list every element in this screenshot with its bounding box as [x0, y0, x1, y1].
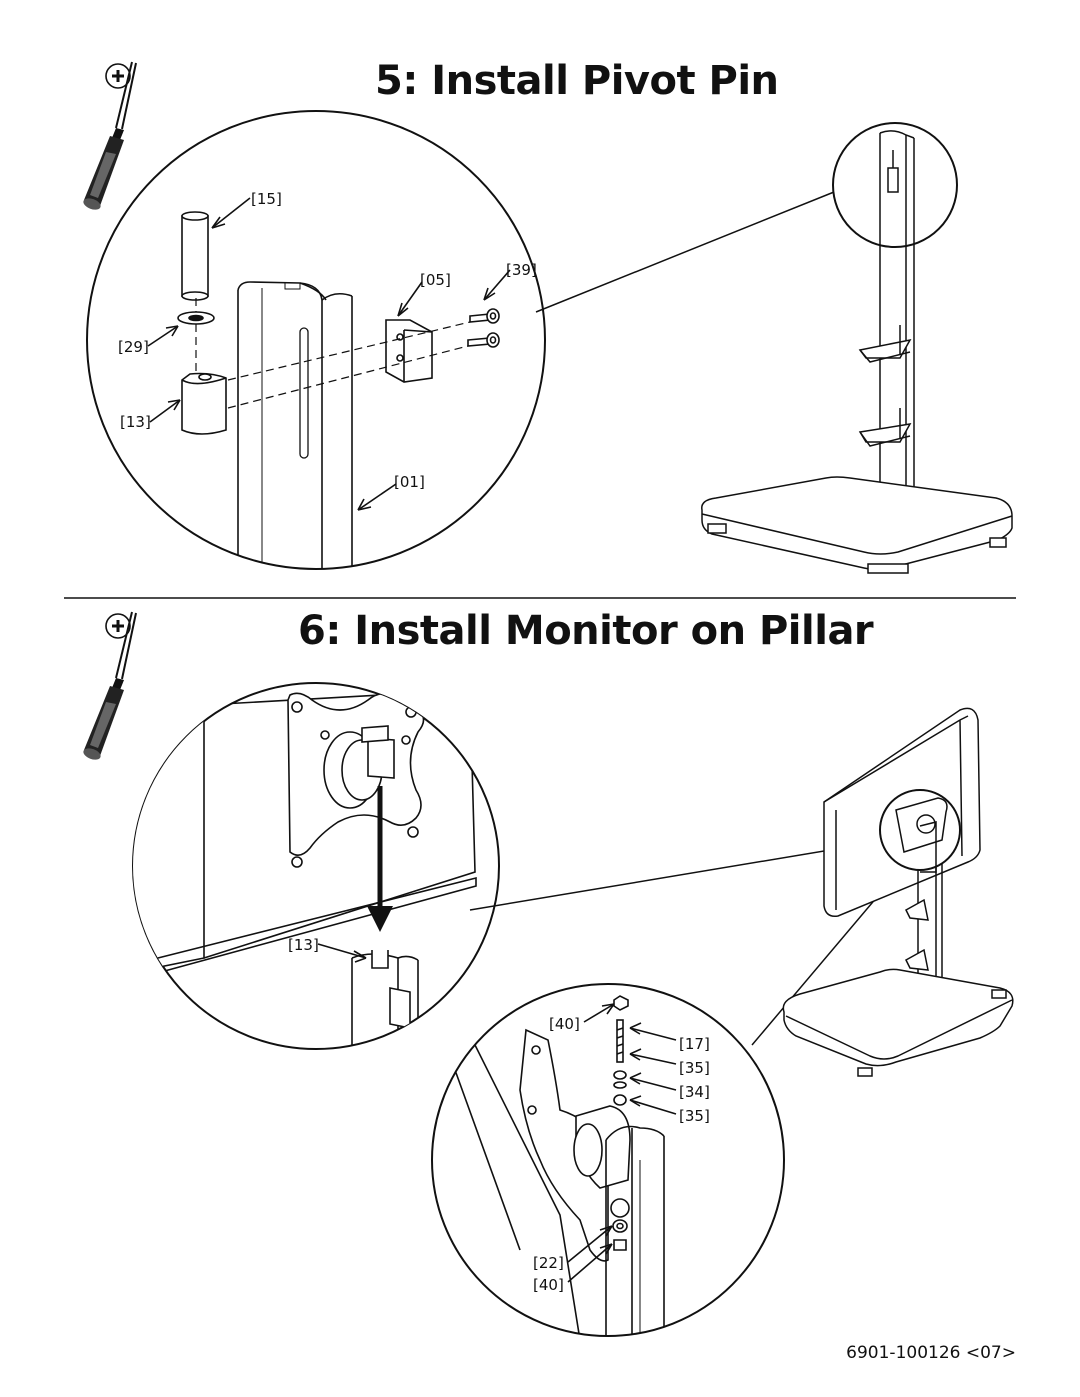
- detail-circle-hardware: [431, 983, 785, 1337]
- callout-35-lower: [35]: [679, 1107, 710, 1125]
- step6-title: 6: Install Monitor on Pillar: [298, 608, 874, 654]
- overview-stand-step5: [535, 122, 1013, 574]
- callout-40-bolt: [40]: [533, 1276, 564, 1294]
- document-code: 6901-100126 <07>: [846, 1343, 1016, 1363]
- callout-40-nut: [40]: [549, 1015, 580, 1033]
- callout-13-step6: [13]: [288, 936, 319, 954]
- screwdriver-icon-step5: [80, 60, 138, 214]
- callout-22: [22]: [533, 1254, 564, 1272]
- screwdriver-icon-step6: [80, 610, 138, 764]
- callout-05: [05]: [420, 271, 451, 289]
- callout-35-upper: [35]: [679, 1059, 710, 1077]
- callout-29: [29]: [118, 338, 149, 356]
- callout-39: [39]: [506, 261, 537, 279]
- callout-01: [01]: [394, 473, 425, 491]
- detail-circle-mount-on-pillar: [132, 682, 500, 1050]
- step5-title: 5: Install Pivot Pin: [375, 58, 779, 104]
- overview-monitor-stand-step6: [469, 707, 1014, 1077]
- callout-17: [17]: [679, 1035, 710, 1053]
- callout-13: [13]: [120, 413, 151, 431]
- detail-circle-pivot-pin: [86, 110, 546, 570]
- callout-34: [34]: [679, 1083, 710, 1101]
- callout-15: [15]: [251, 190, 282, 208]
